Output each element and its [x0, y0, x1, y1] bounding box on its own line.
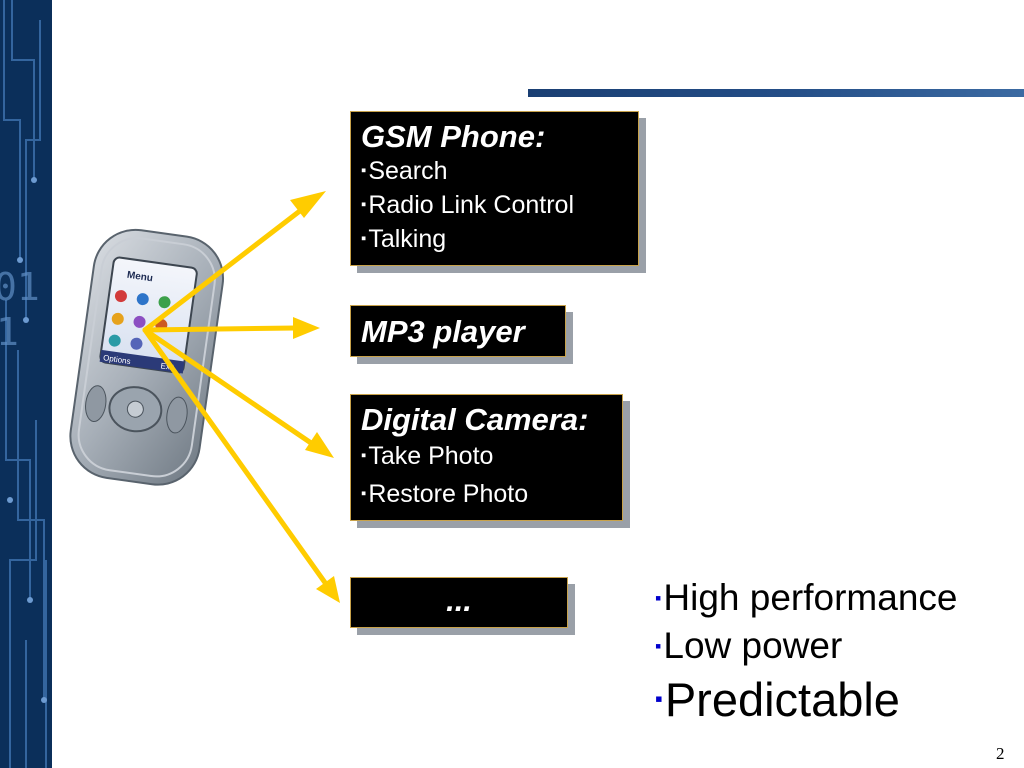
arrowhead-camera	[305, 432, 334, 458]
mp3-player-box: MP3 player	[350, 305, 566, 357]
arrow-to-camera	[142, 327, 317, 448]
phone-options-label: Options	[103, 353, 132, 366]
arrow-to-gsm	[142, 204, 308, 333]
more-features-box: ...	[350, 577, 568, 628]
top-decorative-band	[528, 89, 1024, 97]
property-high-performance: ▪High performance	[655, 577, 958, 618]
gsm-item-search: ▪Search	[361, 157, 448, 185]
arrowhead-gsm	[290, 191, 326, 218]
camera-item-restore-photo: ▪Restore Photo	[361, 480, 529, 508]
gsm-phone-title: GSM Phone:	[361, 119, 546, 154]
camera-item-take-photo: ▪Take Photo	[361, 442, 494, 470]
digital-camera-title: Digital Camera:	[361, 402, 589, 437]
gsm-phone-box: GSM Phone: ▪Search ▪Radio Link Control ▪…	[350, 111, 639, 266]
properties-list: ▪High performance ▪Low power ▪Predictabl…	[655, 574, 957, 729]
svg-text:1: 1	[0, 310, 19, 354]
property-predictable: ▪Predictable	[655, 673, 900, 726]
arrowhead-more	[316, 576, 340, 603]
arrows	[142, 191, 340, 603]
arrow-to-mp3	[142, 325, 299, 333]
side-decoration-strip: 01 1	[0, 0, 52, 768]
svg-text:01: 01	[0, 265, 40, 309]
gsm-item-radio-link-control: ▪Radio Link Control	[361, 191, 574, 219]
phone-illustration: Menu Options Exit	[69, 228, 225, 486]
arrow-to-more	[142, 327, 329, 587]
more-features-ellipsis: ...	[446, 583, 472, 618]
phone-exit-label: Exit	[160, 361, 175, 372]
arrowhead-mp3	[293, 317, 320, 339]
circuit-pattern: 01 1	[0, 0, 52, 768]
digital-camera-box: Digital Camera: ▪Take Photo ▪Restore Pho…	[350, 394, 623, 521]
page-number: 2	[996, 744, 1005, 763]
phone-menu-label: Menu	[126, 270, 153, 285]
property-low-power: ▪Low power	[655, 625, 843, 666]
mp3-player-title: MP3 player	[361, 314, 525, 349]
gsm-item-talking: ▪Talking	[361, 225, 447, 253]
